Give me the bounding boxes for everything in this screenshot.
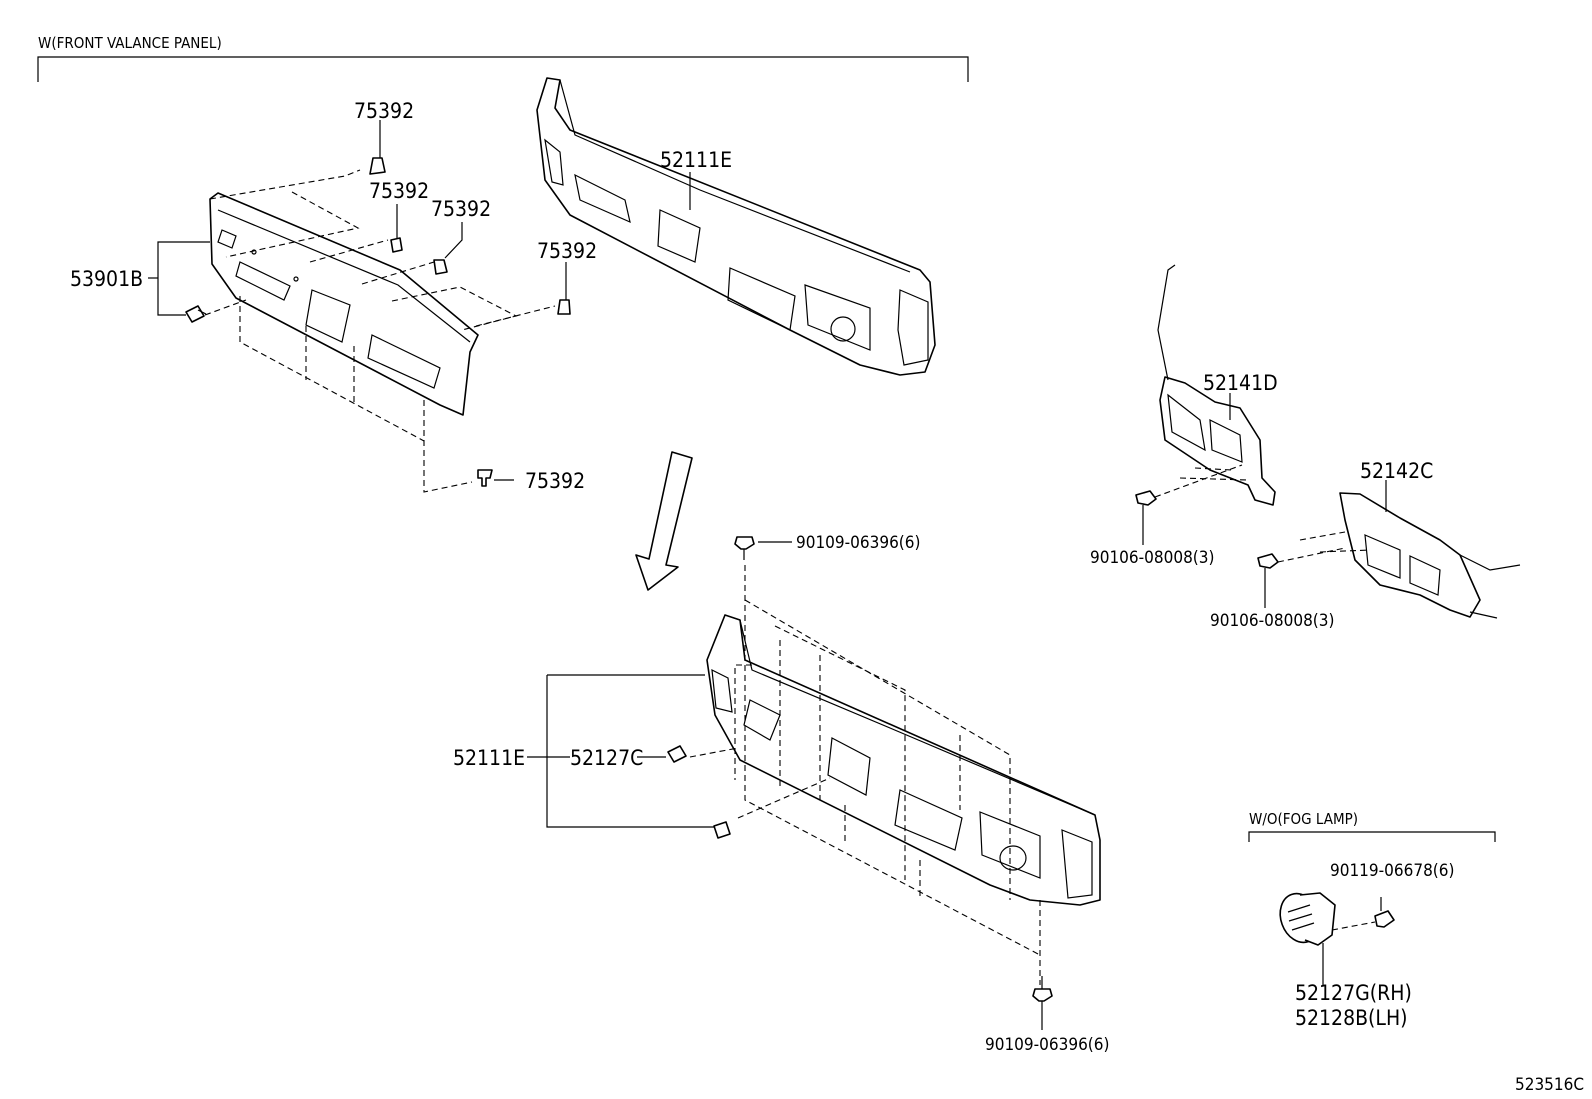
screw-icon — [1374, 897, 1395, 928]
fog-lamp-section-title: W/O(FOG LAMP) — [1249, 810, 1358, 828]
arrow-down-icon — [635, 451, 693, 591]
fog-cover-lh-label: 52128B(LH) — [1295, 1006, 1408, 1030]
screw-icon — [1032, 976, 1053, 1002]
clip-75392-label: 75392 — [354, 99, 414, 123]
clip-75392-label: 75392 — [431, 197, 491, 221]
fog-lamp-cover[interactable] — [1274, 888, 1336, 948]
bumper-cover-lower[interactable] — [706, 614, 1101, 906]
clip-icon — [477, 469, 493, 487]
screw-icon — [734, 536, 755, 560]
valance-panel-53901b[interactable] — [209, 192, 479, 416]
push-pin-clip-icon — [185, 305, 207, 323]
bolt-rh-label: 90106-08008(3) — [1090, 548, 1214, 568]
diagram-id: 523516C — [1515, 1075, 1584, 1095]
bumper-cover-lower-label: 52111E — [453, 746, 525, 770]
front-valance-section-title: W(FRONT VALANCE PANEL) — [38, 34, 222, 52]
screw-bottom-label: 90109-06396(6) — [985, 1035, 1109, 1055]
clip-icon — [557, 299, 571, 315]
clip-75392-label: 75392 — [537, 239, 597, 263]
bumper-insert-label: 52127C — [570, 746, 643, 770]
clip-icon — [390, 237, 403, 253]
front-valance-section-header: W(FRONT VALANCE PANEL) — [37, 34, 969, 82]
bolt-icon — [1257, 553, 1279, 608]
push-pin-clip-icon — [713, 821, 731, 839]
clip-75392-label: 75392 — [369, 179, 429, 203]
bumper-cover-upper[interactable] — [536, 77, 936, 376]
clip-75392-label: 75392 — [525, 469, 585, 493]
bumper-bracket-lh[interactable] — [1339, 492, 1521, 619]
fog-lamp-section-header: W/O(FOG LAMP) — [1248, 810, 1496, 842]
valance-panel-label: 53901B — [70, 267, 143, 291]
clip-icon — [433, 259, 448, 275]
clip-icon — [369, 157, 386, 175]
bracket-rh-label: 52141D — [1203, 371, 1278, 395]
push-pin-clip-icon — [667, 745, 687, 763]
bumper-bracket-rh[interactable] — [1157, 264, 1276, 506]
fog-screw-label: 90119-06678(6) — [1330, 861, 1454, 881]
fog-cover-rh-label: 52127G(RH) — [1295, 981, 1412, 1005]
bolt-lh-label: 90106-08008(3) — [1210, 611, 1334, 631]
bumper-cover-upper-label: 52111E — [660, 148, 732, 172]
bolt-icon — [1135, 490, 1157, 545]
bracket-lh-label: 52142C — [1360, 459, 1433, 483]
screw-top-label: 90109-06396(6) — [796, 533, 920, 553]
